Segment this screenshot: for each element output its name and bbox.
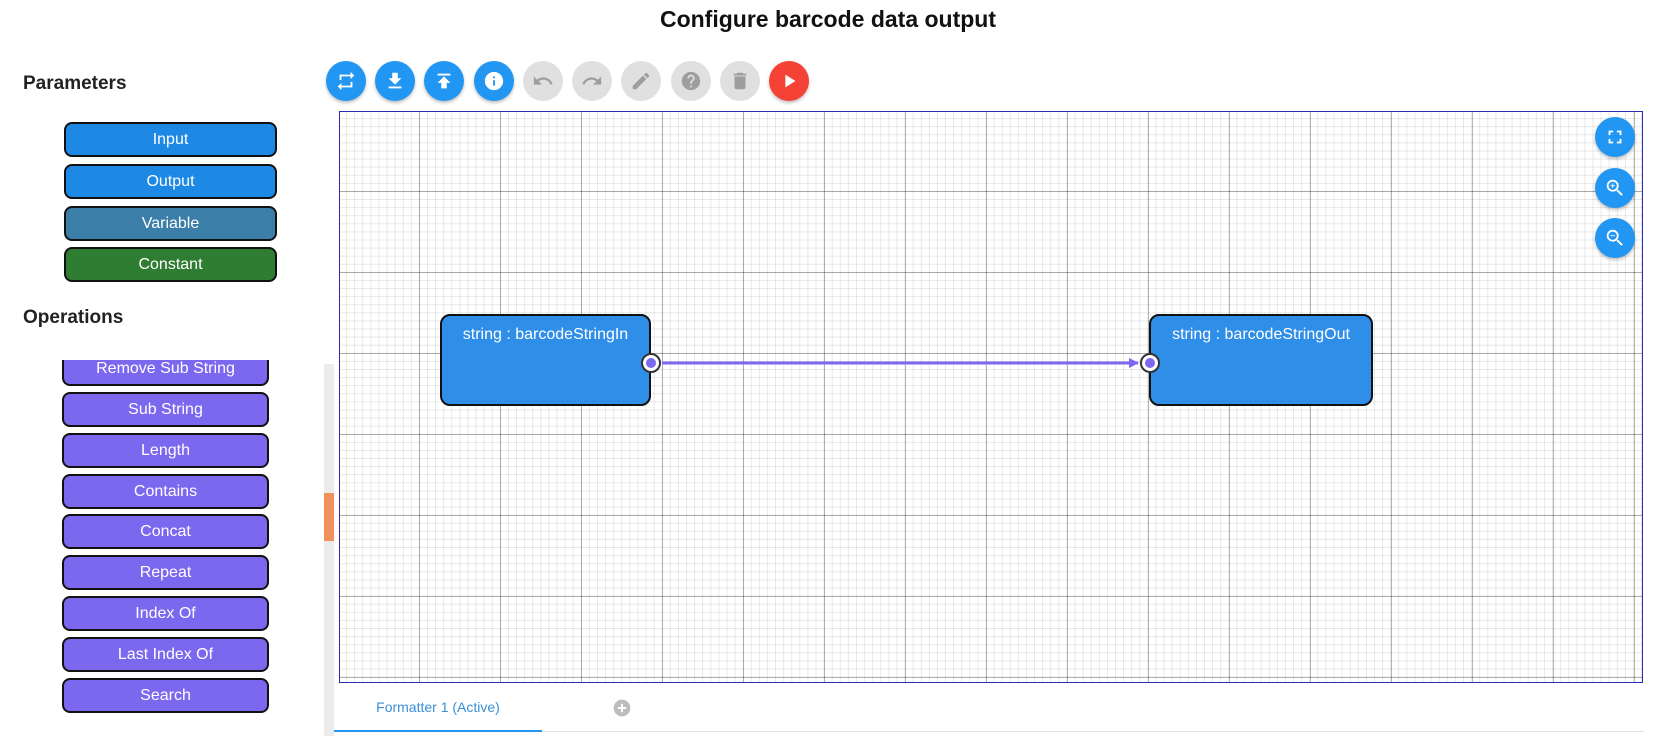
zoom-in-icon	[1606, 179, 1623, 196]
operation-length-button[interactable]: Length	[62, 433, 269, 468]
swap-arrows-icon	[337, 71, 355, 91]
operations-list[interactable]: Remove Sub String Sub String Length Cont…	[0, 360, 324, 736]
upload-icon	[437, 73, 451, 89]
delete-trash-icon	[733, 72, 747, 90]
zoom-out-icon	[1606, 229, 1623, 246]
formatter-tabs: Formatter 1 (Active)	[334, 690, 1644, 732]
operations-scrollbar[interactable]	[324, 364, 334, 736]
parameter-variable-button[interactable]: Variable	[64, 206, 277, 241]
node-barcode-string-out[interactable]: string : barcodeStringOut	[1149, 314, 1373, 406]
operations-scroll-thumb[interactable]	[324, 493, 334, 541]
operation-repeat-button[interactable]: Repeat	[62, 555, 269, 590]
undo-button[interactable]	[523, 61, 563, 101]
operations-heading: Operations	[23, 307, 124, 328]
operation-sub-string-button[interactable]: Sub String	[62, 392, 269, 427]
parameters-heading: Parameters	[23, 73, 127, 94]
redo-button[interactable]	[572, 61, 612, 101]
tab-formatter-1[interactable]: Formatter 1 (Active)	[334, 690, 542, 732]
edit-pencil-icon	[632, 72, 650, 90]
parameter-input-button[interactable]: Input	[64, 122, 277, 157]
operation-last-index-of-button[interactable]: Last Index Of	[62, 637, 269, 672]
parameter-output-button[interactable]: Output	[64, 164, 277, 199]
node-label: string : barcodeStringOut	[1172, 326, 1350, 343]
node-label: string : barcodeStringIn	[462, 326, 629, 343]
output-port[interactable]	[641, 353, 661, 373]
operation-contains-button[interactable]: Contains	[62, 474, 269, 509]
zoom-out-button[interactable]	[1595, 218, 1635, 258]
info-icon	[484, 71, 504, 91]
download-icon	[388, 72, 402, 89]
node-barcode-string-in[interactable]: string : barcodeStringIn	[440, 314, 651, 406]
play-run-icon	[785, 74, 796, 88]
page-title: Configure barcode data output	[659, 6, 997, 32]
run-button[interactable]	[769, 61, 809, 101]
upload-button[interactable]	[424, 61, 464, 101]
edit-button[interactable]	[621, 61, 661, 101]
delete-button[interactable]	[720, 61, 760, 101]
zoom-in-button[interactable]	[1595, 168, 1635, 208]
operation-index-of-button[interactable]: Index Of	[62, 596, 269, 631]
add-circle-icon[interactable]	[612, 698, 632, 718]
input-port[interactable]	[1140, 353, 1160, 373]
download-button[interactable]	[375, 61, 415, 101]
fullscreen-button[interactable]	[1595, 117, 1635, 157]
swap-button[interactable]	[326, 61, 366, 101]
operation-remove-sub-string-button[interactable]: Remove Sub String	[62, 360, 269, 386]
port-dot	[646, 358, 656, 368]
flow-canvas[interactable]	[339, 111, 1643, 683]
undo-icon	[533, 76, 553, 85]
help-button[interactable]	[671, 61, 711, 101]
operation-concat-button[interactable]: Concat	[62, 514, 269, 549]
fullscreen-icon	[1608, 130, 1622, 144]
operation-search-button[interactable]: Search	[62, 678, 269, 713]
info-button[interactable]	[474, 61, 514, 101]
port-dot	[1145, 358, 1155, 368]
redo-icon	[582, 76, 602, 85]
help-icon	[681, 71, 701, 91]
parameter-constant-button[interactable]: Constant	[64, 247, 277, 282]
